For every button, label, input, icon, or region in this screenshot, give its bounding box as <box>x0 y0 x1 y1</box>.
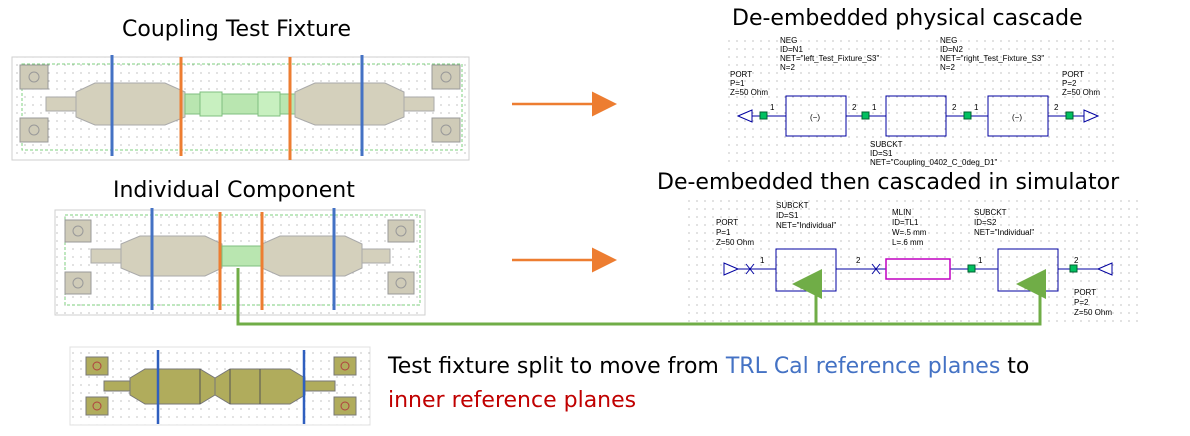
svg-text:NET="Individual": NET="Individual" <box>974 228 1034 237</box>
subckt-label: SUBCKT ID=S1 NET="Coupling_0402_C_0deg_D… <box>870 140 997 167</box>
fixture-title: Coupling Test Fixture <box>122 17 352 42</box>
neg-symbol-right: (−) <box>1012 113 1022 122</box>
svg-text:Z=50 Ohm: Z=50 Ohm <box>1062 88 1100 97</box>
pin-label: 2 <box>856 256 861 265</box>
caption-middle: to <box>1000 354 1030 379</box>
svg-text:NET="left_Test_Fixture_S3": NET="left_Test_Fixture_S3" <box>780 54 879 63</box>
svg-text:N=2: N=2 <box>780 63 795 72</box>
caption-inner-phrase: inner reference planes <box>388 388 637 413</box>
svg-text:Z=50 Ohm: Z=50 Ohm <box>1074 308 1112 317</box>
svg-text:PORT: PORT <box>716 218 738 227</box>
svg-text:SUBCKT: SUBCKT <box>974 208 1007 217</box>
caption: Test fixture split to move from TRL Cal … <box>388 350 1178 418</box>
svg-text:P=2: P=2 <box>1062 79 1077 88</box>
pin-label: 1 <box>978 256 983 265</box>
component-title: Individual Component <box>113 178 355 203</box>
svg-text:PORT: PORT <box>1062 70 1084 79</box>
port1-label: PORT P=1 Z=50 Ohm <box>730 70 768 97</box>
sch-port2-label: PORT P=2 Z=50 Ohm <box>1074 288 1112 317</box>
svg-text:NEG: NEG <box>780 36 797 45</box>
svg-text:NET="Individual": NET="Individual" <box>776 221 836 230</box>
physical-title: De-embedded physical cascade <box>732 6 1083 31</box>
sch-port1-label: PORT P=1 Z=50 Ohm <box>716 218 754 247</box>
port2-label: PORT P=2 Z=50 Ohm <box>1062 70 1100 97</box>
sch-sub2-label: SUBCKT ID=S2 NET="Individual" <box>974 208 1034 237</box>
svg-text:SUBCKT: SUBCKT <box>870 140 903 149</box>
svg-text:ID=N1: ID=N1 <box>780 45 803 54</box>
neg1-label: NEG ID=N1 NET="left_Test_Fixture_S3" N=2 <box>780 36 879 72</box>
physical-cascade-schematic: (−) (−) 1 2 1 2 1 2 NEG ID=N1 NET="left_… <box>728 36 1120 168</box>
svg-text:W=.5 mm: W=.5 mm <box>892 228 927 237</box>
svg-text:NEG: NEG <box>940 36 957 45</box>
pin-label: 1 <box>974 103 979 112</box>
pin-label: 1 <box>770 103 775 112</box>
pin-label: 2 <box>1054 103 1059 112</box>
svg-text:P=1: P=1 <box>730 79 745 88</box>
simulator-title: De-embedded then cascaded in simulator <box>657 170 1120 195</box>
svg-text:SUBCKT: SUBCKT <box>776 201 809 210</box>
individual-component-layout <box>54 208 426 316</box>
svg-text:P=2: P=2 <box>1074 298 1089 307</box>
svg-text:N=2: N=2 <box>940 63 955 72</box>
simulator-cascade-schematic: 1 2 1 2 PORT P=1 Z=50 Ohm SUBCKT ID=S1 N… <box>686 200 1140 324</box>
svg-text:NET="right_Test_Fixture_S3": NET="right_Test_Fixture_S3" <box>940 54 1044 63</box>
sch-sub1-label: SUBCKT ID=S1 NET="Individual" <box>776 201 836 230</box>
svg-text:ID=TL1: ID=TL1 <box>892 218 919 227</box>
svg-text:MLIN: MLIN <box>892 208 911 217</box>
neg2-label: NEG ID=N2 NET="right_Test_Fixture_S3" N=… <box>940 36 1044 72</box>
svg-text:P=1: P=1 <box>716 228 731 237</box>
svg-text:ID=S1: ID=S1 <box>870 149 893 158</box>
neg-symbol-left: (−) <box>810 113 820 122</box>
green-connector <box>236 268 1046 326</box>
pin-label: 1 <box>872 103 877 112</box>
sch-mlin-label: MLIN ID=TL1 W=.5 mm L=.6 mm <box>892 208 927 247</box>
caption-prefix: Test fixture split to move from <box>388 354 726 379</box>
pin-label: 2 <box>852 103 857 112</box>
svg-text:ID=S1: ID=S1 <box>776 211 799 220</box>
svg-text:ID=S2: ID=S2 <box>974 218 997 227</box>
svg-text:NET="Coupling_0402_C_0deg_D1": NET="Coupling_0402_C_0deg_D1" <box>870 158 997 167</box>
svg-text:ID=N2: ID=N2 <box>940 45 963 54</box>
svg-text:L=.6 mm: L=.6 mm <box>892 238 924 247</box>
pin-label: 2 <box>1074 256 1079 265</box>
svg-text:PORT: PORT <box>1074 288 1096 297</box>
caption-trl-phrase: TRL Cal reference planes <box>725 354 1001 379</box>
svg-text:Z=50 Ohm: Z=50 Ohm <box>730 88 768 97</box>
svg-text:PORT: PORT <box>730 70 752 79</box>
svg-text:Z=50 Ohm: Z=50 Ohm <box>716 238 754 247</box>
coupling-fixture-layout <box>11 55 470 161</box>
pin-label: 1 <box>760 256 765 265</box>
split-fixture-layout <box>69 346 371 426</box>
pin-label: 2 <box>952 103 957 112</box>
